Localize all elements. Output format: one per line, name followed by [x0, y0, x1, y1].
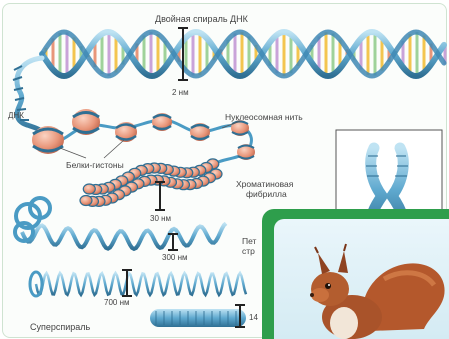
squirrel-card-photo [274, 219, 449, 339]
label-supercoil: Суперспираль [30, 322, 91, 332]
supercoil [30, 272, 246, 296]
fibril-bead [80, 196, 92, 206]
label-dna: ДНК [8, 111, 24, 120]
label-2nm: 2 нм [172, 88, 189, 97]
nucleosome-thread [32, 109, 255, 164]
condensed-chromatid [150, 309, 246, 327]
label-double-helix: Двойная спираль ДНК [155, 14, 249, 24]
dna-left-coil [17, 58, 44, 136]
loop-domain-coil [15, 198, 226, 249]
squirrel-card [262, 209, 449, 339]
label-loop-partial-2: стр [242, 246, 255, 256]
label-chromatin-fibril-2: фибрилла [246, 189, 287, 199]
squirrel-icon [274, 219, 449, 339]
label-chromatin-fibril-1: Хроматиновая [236, 179, 294, 189]
label-histones: Белки-гистоны [66, 160, 124, 170]
nucleosome [237, 144, 255, 160]
supercoil-path [36, 273, 246, 295]
nucleosome [231, 120, 249, 136]
label-1400-partial: 14 [249, 313, 258, 322]
label-loop-partial-1: Пет [242, 236, 257, 246]
double-helix [42, 32, 445, 76]
label-nucleosome-thread: Нуклеосомная нить [225, 112, 303, 122]
loop-coil-path [22, 223, 226, 249]
nucleosome [152, 113, 172, 131]
label-700nm: 700 нм [104, 298, 130, 307]
nucleosome [72, 109, 100, 135]
label-300nm: 300 нм [162, 253, 188, 262]
label-30nm: 30 нм [150, 214, 171, 223]
nucleosome [32, 126, 64, 154]
nucleosome [115, 122, 137, 142]
fibril-bead [83, 184, 95, 194]
nucleosome [190, 123, 210, 141]
